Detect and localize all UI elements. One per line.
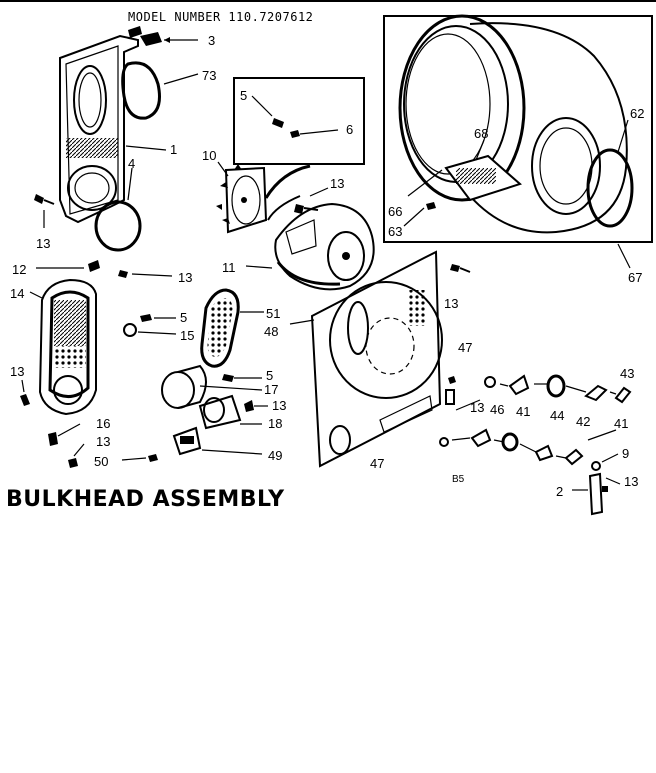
callout-2: 2 [556,484,563,499]
callout-41-b: 41 [614,416,628,431]
belt-lower [267,195,301,221]
leader-67 [617,243,631,269]
callout-48: 48 [264,324,278,339]
callout-18: 18 [268,416,282,431]
callout-1: 1 [170,142,177,157]
callout-42: 42 [576,414,590,429]
callout-13-b: 13 [330,176,344,191]
diagram-title: BULKHEAD ASSEMBLY [6,487,285,512]
callout-16: 16 [96,416,110,431]
drum-detail-box [383,14,653,243]
callout-51: 51 [266,306,280,321]
callout-14: 14 [10,286,24,301]
seal-part-73 [121,61,199,120]
bracket-part-2 [572,453,621,516]
leader-1 [125,145,167,151]
callout-5-inset: 5 [240,88,247,103]
screw-5-grommet-15 [123,314,177,337]
callout-68: 68 [474,126,488,141]
callout-47-a: 47 [458,340,472,355]
callout-13-f: 13 [96,434,110,449]
rear-bulkhead-part-48 [289,250,471,468]
callout-3: 3 [208,33,215,48]
callout-13-i: 13 [624,474,638,489]
callout-5-c: 5 [266,368,273,383]
page-code: B5 [452,474,465,485]
screw-13-left [34,194,55,228]
ring-part-4 [94,167,142,252]
callout-44: 44 [550,408,564,423]
model-number: MODEL NUMBER 110.7207612 [128,10,313,24]
callout-12: 12 [12,262,26,277]
callout-15: 15 [180,328,194,343]
callout-4: 4 [128,156,135,171]
callout-11: 11 [222,260,236,275]
callout-13-e: 13 [272,398,286,413]
callout-6: 6 [346,122,353,137]
callout-66: 66 [388,204,402,219]
callout-17: 17 [264,382,278,397]
callout-43: 43 [620,366,634,381]
callout-49: 49 [268,448,282,463]
callout-10: 10 [202,148,216,163]
lint-screen-part-51 [200,288,264,368]
callout-9: 9 [622,446,629,461]
belt [264,164,311,199]
blower-wheel-part-10 [216,161,268,234]
callout-5-b: 5 [180,310,187,325]
clip-part-12 [36,260,173,278]
inset-detail-box [233,77,365,165]
callout-13-a: 13 [36,236,50,251]
callout-46: 46 [490,402,504,417]
callout-67: 67 [628,270,642,285]
callout-50: 50 [94,454,108,469]
callout-13-g: 13 [444,296,458,311]
callout-41-a: 41 [516,404,530,419]
idler-pulley-parts [439,374,632,466]
callout-62: 62 [630,106,644,121]
motor-parts [121,364,268,462]
callout-13-h: 13 [470,400,484,415]
duct-part-14 [29,278,97,416]
callout-labels: 3 73 1 4 13 5 6 10 13 11 12 13 14 5 15 5… [10,33,644,499]
callout-47-b: 47 [370,456,384,471]
callout-63: 63 [388,224,402,239]
callout-13-c: 13 [178,270,192,285]
screws-bottom-left [20,379,85,468]
blower-housing-part-11 [245,202,375,291]
callout-13-d: 13 [10,364,24,379]
clip-part-3 [140,32,198,46]
screw-13-blower [294,187,329,214]
callout-73: 73 [202,68,216,83]
front-panel-part [59,26,142,224]
